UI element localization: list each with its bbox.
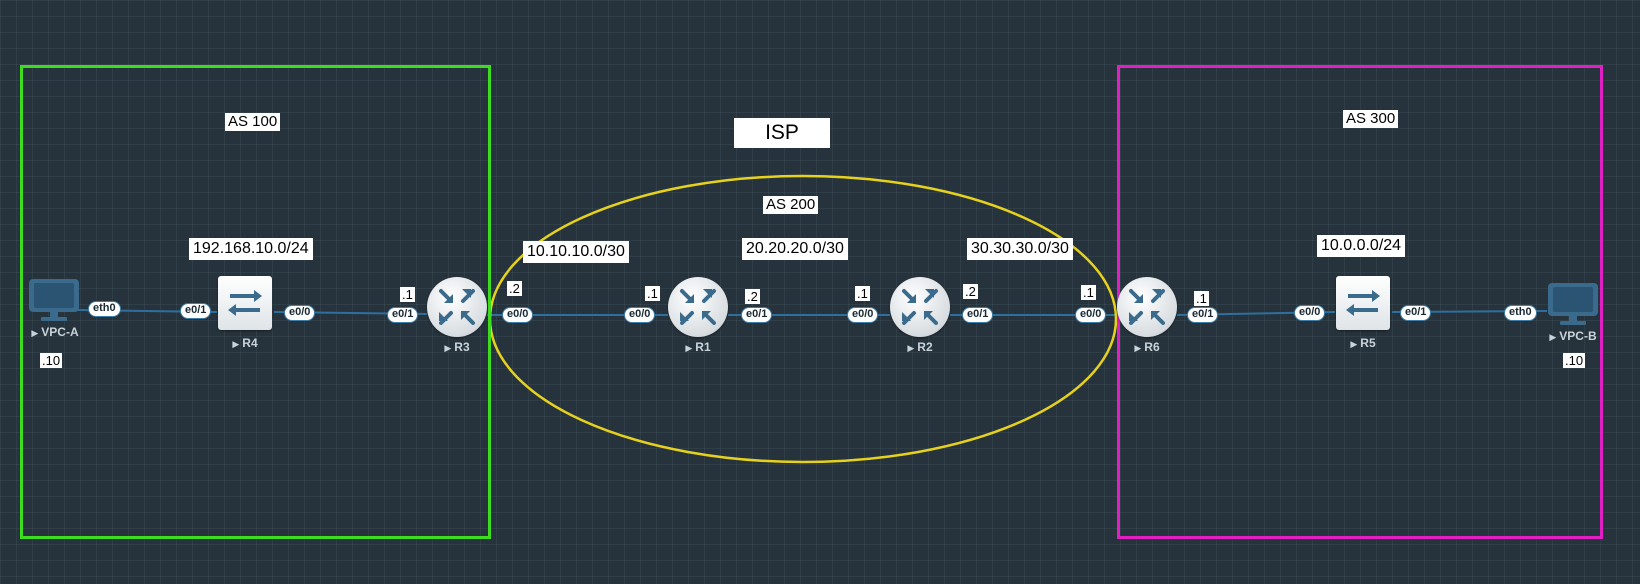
vpc-b-node[interactable] (1545, 282, 1601, 326)
vpc-a-node[interactable] (26, 278, 82, 322)
as200-label: AS 200 (763, 196, 819, 214)
ip-r6-left: .1 (1081, 285, 1096, 300)
port-r2-e0-0[interactable]: e0/0 (847, 307, 879, 323)
r6-router[interactable] (1117, 277, 1177, 337)
router-icon (1129, 289, 1165, 325)
ip-r2-right: .2 (963, 284, 978, 299)
isp-ellipse[interactable] (488, 174, 1118, 464)
subnet-lan-b: 10.0.0.0/24 (1317, 235, 1406, 257)
subnet-r2-r6: 30.30.30.0/30 (967, 238, 1073, 260)
port-r2-e0-1[interactable]: e0/1 (962, 307, 994, 323)
port-r4-e0-0[interactable]: e0/0 (284, 305, 316, 321)
router-icon (680, 289, 716, 325)
port-r5-e0-1[interactable]: e0/1 (1400, 305, 1432, 321)
monitor-icon (29, 279, 79, 321)
router-icon (439, 289, 475, 325)
isp-title: ISP (734, 118, 830, 148)
r1-name: ▶R1 (685, 340, 711, 354)
switch-icon (228, 290, 262, 316)
r2-name: ▶R2 (907, 340, 933, 354)
switch-icon (1346, 290, 1380, 316)
monitor-icon (1548, 283, 1598, 325)
vpc-b-name: ▶VPC-B (1549, 329, 1597, 343)
subnet-r3-r1: 10.10.10.0/30 (523, 241, 629, 263)
vpc-a-name: ▶VPC-A (31, 325, 79, 339)
port-r5-e0-0[interactable]: e0/0 (1294, 305, 1326, 321)
port-r3-e0-0[interactable]: e0/0 (502, 307, 534, 323)
router-icon (902, 289, 938, 325)
port-r6-e0-1[interactable]: e0/1 (1187, 307, 1219, 323)
ip-r1-left: .1 (645, 286, 660, 301)
r4-switch[interactable] (218, 276, 272, 330)
ip-r3-right: .2 (507, 281, 522, 296)
port-r6-e0-0[interactable]: e0/0 (1075, 307, 1107, 323)
r1-router[interactable] (668, 277, 728, 337)
r5-switch[interactable] (1336, 276, 1390, 330)
port-r3-e0-1[interactable]: e0/1 (387, 307, 419, 323)
as100-label: AS 100 (225, 113, 281, 131)
as100-zone[interactable] (20, 65, 491, 539)
ip-r3-left: .1 (400, 287, 415, 302)
r6-name: ▶R6 (1134, 340, 1160, 354)
ip-r2-left: .1 (855, 286, 870, 301)
port-vpcb-eth0[interactable]: eth0 (1504, 305, 1537, 321)
vpc-a-ip: .10 (40, 353, 63, 368)
r4-name: ▶R4 (232, 336, 258, 350)
ip-r6-right: .1 (1194, 291, 1209, 306)
r3-router[interactable] (427, 277, 487, 337)
as300-label: AS 300 (1343, 110, 1399, 128)
port-r4-e0-1[interactable]: e0/1 (180, 303, 212, 319)
subnet-lan-a: 192.168.10.0/24 (189, 238, 313, 260)
subnet-r1-r2: 20.20.20.0/30 (742, 238, 848, 260)
port-vpca-eth0[interactable]: eth0 (88, 301, 121, 317)
r2-router[interactable] (890, 277, 950, 337)
ip-r1-right: .2 (745, 289, 760, 304)
r5-name: ▶R5 (1350, 336, 1376, 350)
port-r1-e0-0[interactable]: e0/0 (624, 307, 656, 323)
port-r1-e0-1[interactable]: e0/1 (741, 307, 773, 323)
vpc-b-ip: .10 (1563, 353, 1586, 368)
r3-name: ▶R3 (444, 340, 470, 354)
